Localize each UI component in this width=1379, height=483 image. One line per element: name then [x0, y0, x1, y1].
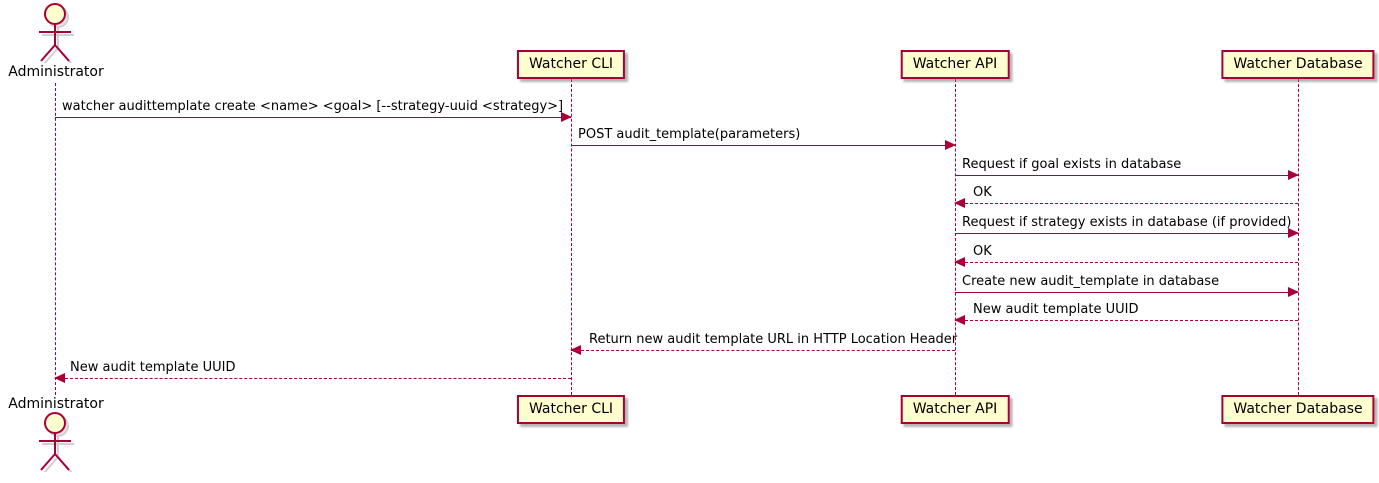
message-label: Return new audit template URL in HTTP Lo…: [589, 332, 958, 347]
message-label: New audit template UUID: [973, 302, 1139, 317]
message-line: [55, 117, 571, 118]
arrowhead-right-icon: [1288, 170, 1299, 180]
message-label: POST audit_template(parameters): [578, 127, 801, 142]
message-line: [55, 378, 571, 379]
participant-watcher-cli-bottom: Watcher CLI: [516, 395, 626, 424]
message-line: [955, 175, 1298, 176]
message-label: Request if goal exists in database: [962, 157, 1182, 172]
message-label: watcher audittemplate create <name> <goa…: [62, 99, 564, 114]
arrowhead-left-icon: [570, 345, 581, 355]
participant-watcher-database-top: Watcher Database: [1221, 50, 1375, 79]
message-line: [955, 203, 1298, 204]
arrowhead-right-icon: [945, 140, 956, 150]
arrowhead-left-icon: [954, 257, 965, 267]
participant-watcher-database-bottom: Watcher Database: [1221, 395, 1375, 424]
participant-watcher-api-bottom: Watcher API: [900, 395, 1010, 424]
arrowhead-left-icon: [954, 198, 965, 208]
arrowhead-right-icon: [1288, 287, 1299, 297]
participant-watcher-cli-top: Watcher CLI: [516, 50, 626, 79]
message-label: OK: [973, 244, 992, 259]
actor-label-bottom: Administrator: [8, 396, 104, 412]
lifeline-watcher-cli: [571, 79, 572, 395]
message-label: Create new audit_template in database: [962, 274, 1220, 289]
lifeline-watcher-api: [955, 79, 956, 395]
message-line: [955, 320, 1298, 321]
arrowhead-right-icon: [561, 112, 572, 122]
arrowhead-right-icon: [1288, 228, 1299, 238]
message-line: [955, 262, 1298, 263]
message-line: [571, 145, 955, 146]
arrowhead-left-icon: [954, 315, 965, 325]
actor-icon: [23, 3, 87, 67]
actor-label-top: Administrator: [8, 64, 104, 80]
lifeline-administrator: [55, 83, 56, 395]
arrowhead-left-icon: [54, 373, 65, 383]
message-line: [571, 350, 955, 351]
participant-watcher-api-top: Watcher API: [900, 50, 1010, 79]
message-label: New audit template UUID: [70, 360, 236, 375]
message-line: [955, 233, 1298, 234]
message-label: OK: [973, 185, 992, 200]
message-label: Request if strategy exists in database (…: [962, 215, 1292, 230]
actor-icon: [23, 412, 87, 476]
message-line: [955, 292, 1298, 293]
